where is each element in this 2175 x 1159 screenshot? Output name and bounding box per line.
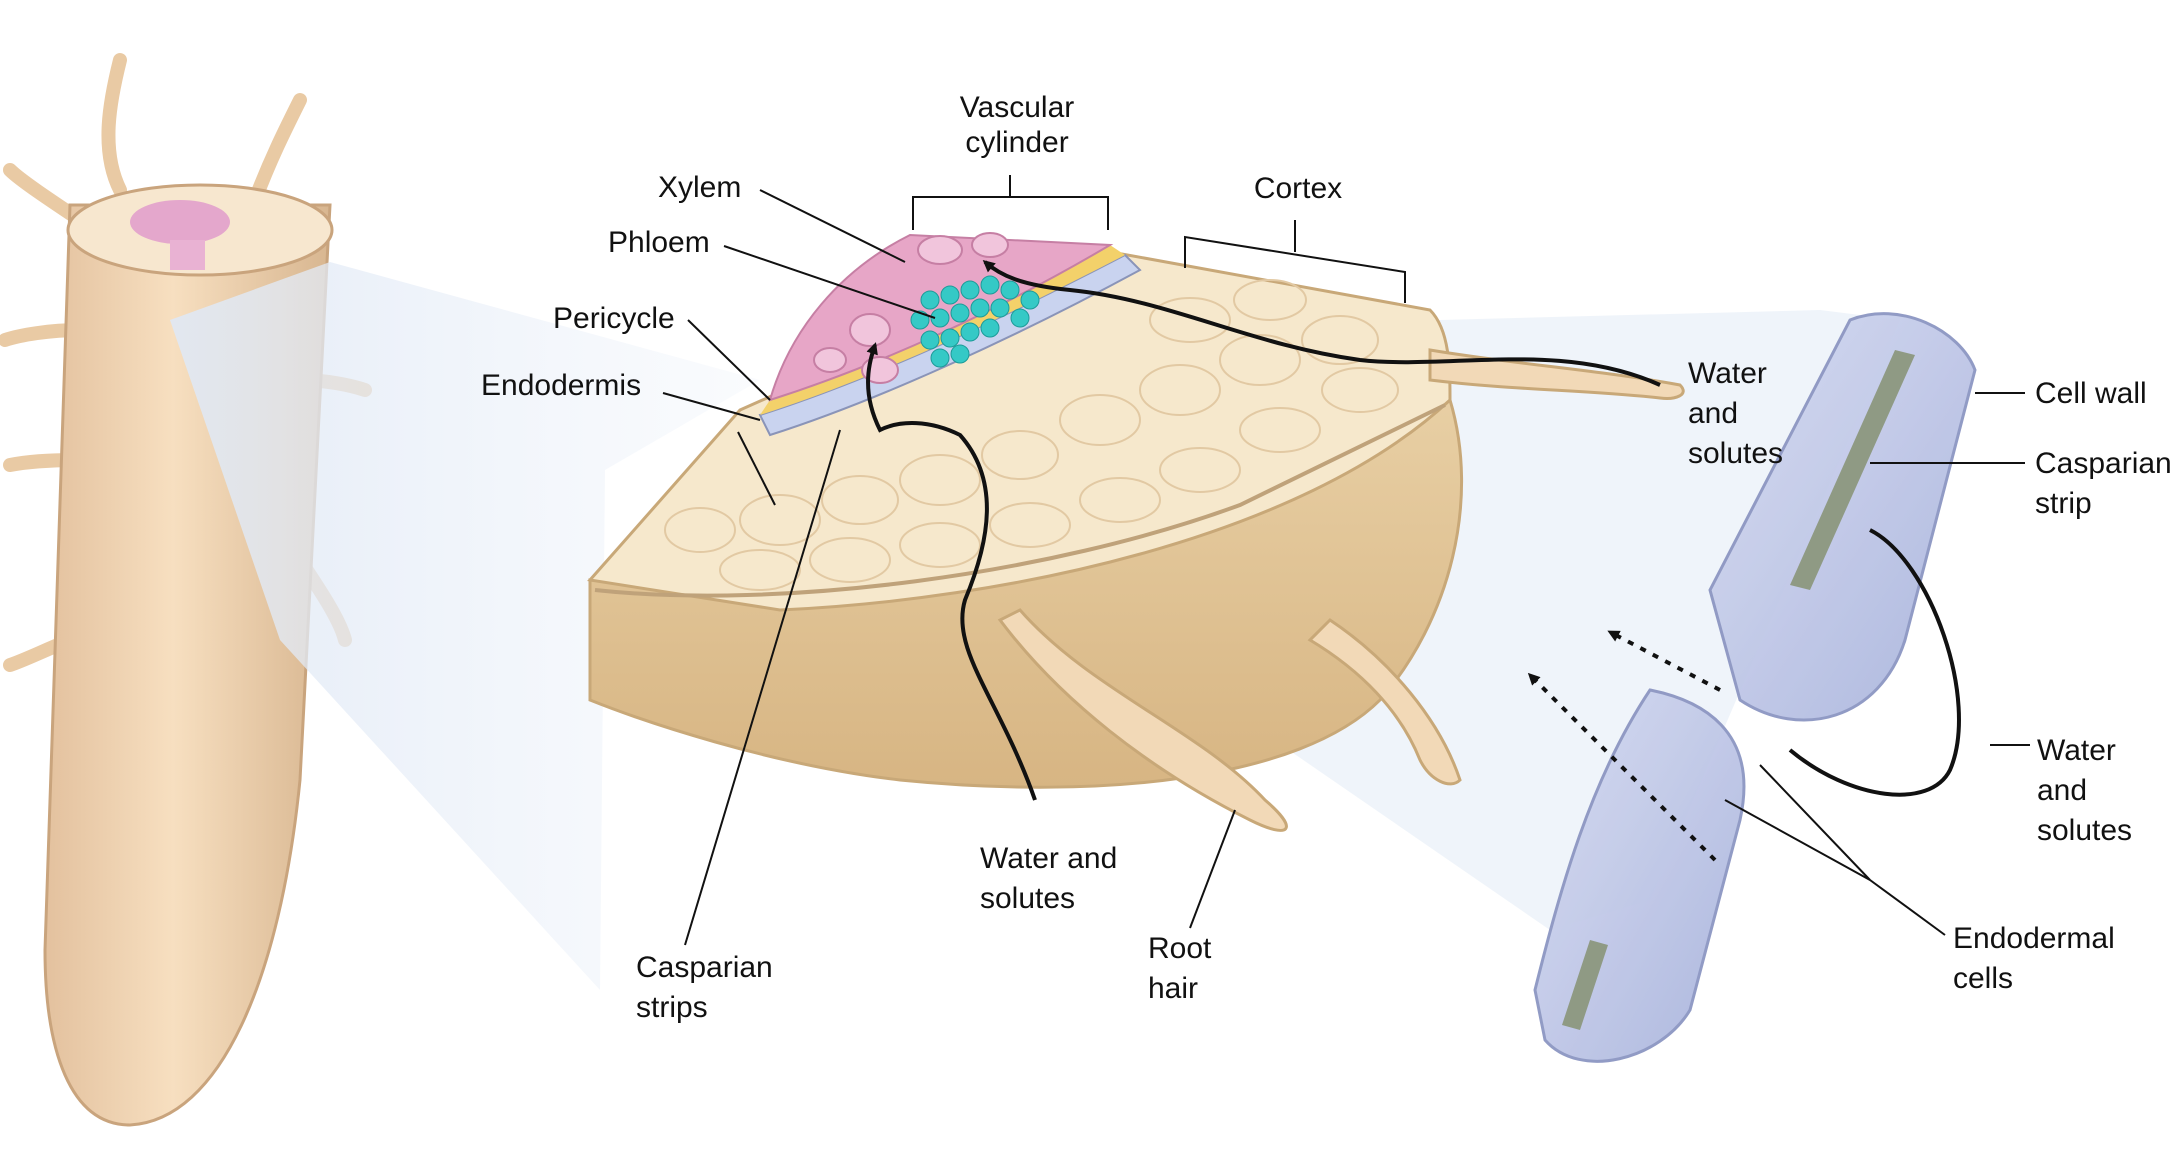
label-xylem: Xylem xyxy=(658,171,741,204)
bracket-cortex xyxy=(1184,220,1406,303)
label-cell-wall: Cell wall xyxy=(2035,377,2147,410)
leader-pericycle xyxy=(687,319,771,401)
leader-casparian-strips-b xyxy=(737,431,776,506)
leader-xylem xyxy=(759,189,906,263)
label-casparian-strips-2: strips xyxy=(636,991,708,1024)
root-core xyxy=(130,200,230,244)
label-water-top-3: solutes xyxy=(1688,437,1783,470)
label-root-hair-1: Root xyxy=(1148,932,1212,965)
root-core-cut xyxy=(170,240,205,270)
water-path-root-hair-arrow xyxy=(866,342,1037,801)
label-phloem: Phloem xyxy=(608,226,710,259)
leader-endodermis xyxy=(662,392,761,421)
label-water-right-1: Water xyxy=(2037,734,2116,767)
label-water-bottom-1: Water and xyxy=(980,842,1117,875)
label-water-right-2: and xyxy=(2037,774,2087,807)
bracket-vascular-cylinder xyxy=(912,175,1109,230)
phloem-cells xyxy=(910,275,1040,368)
leader-root-hair xyxy=(1189,809,1236,929)
label-water-bottom-2: solutes xyxy=(980,882,1075,915)
leader-phloem xyxy=(723,245,936,319)
label-endodermal-cells-2: cells xyxy=(1953,962,2013,995)
water-path-cortex-arrow xyxy=(982,260,1661,387)
root-hair-top xyxy=(1428,348,1685,400)
root-cross-section-wedge xyxy=(587,232,1685,832)
leader-endodermal-cells xyxy=(1869,879,1946,936)
leader-casparian-strips-a xyxy=(684,429,841,946)
label-vascular-cylinder-2: cylinder xyxy=(965,126,1068,159)
cortex-cells xyxy=(664,279,1399,591)
root-hair-main xyxy=(997,608,1288,832)
water-path-endodermal-top-arrow xyxy=(1607,630,1721,692)
water-flow-paths xyxy=(866,260,1961,862)
epidermis-edge xyxy=(594,403,1446,598)
endodermal-cells-zoom xyxy=(1533,312,1977,1063)
root-hair-right xyxy=(1307,618,1462,786)
water-path-endodermal-loop xyxy=(1788,528,1961,797)
leader-endodermal-cells-a xyxy=(1759,764,1871,881)
label-casparian-strip-2: strip xyxy=(2035,487,2092,520)
label-root-hair-2: hair xyxy=(1148,972,1198,1005)
label-vascular-cylinder-1: Vascular xyxy=(960,91,1075,124)
label-water-top-1: Water xyxy=(1688,357,1767,390)
label-casparian-strip-1: Casparian xyxy=(2035,447,2172,480)
projection-beam-left xyxy=(170,262,760,990)
label-endodermis: Endodermis xyxy=(481,369,641,402)
label-cortex: Cortex xyxy=(1254,172,1342,205)
casparian-strip-lower xyxy=(1562,940,1608,1030)
label-water-right-3: solutes xyxy=(2037,814,2132,847)
pericycle-band xyxy=(760,245,1125,415)
label-pericycle: Pericycle xyxy=(553,302,675,335)
label-water-top-2: and xyxy=(1688,397,1738,430)
label-endodermal-cells-1: Endodermal xyxy=(1953,922,2115,955)
casparian-strip-upper xyxy=(1790,350,1915,590)
leader-endodermal-cells-b xyxy=(1724,799,1871,881)
label-casparian-strips-1: Casparian xyxy=(636,951,773,984)
water-path-endodermal-low-arrow xyxy=(1527,672,1717,862)
